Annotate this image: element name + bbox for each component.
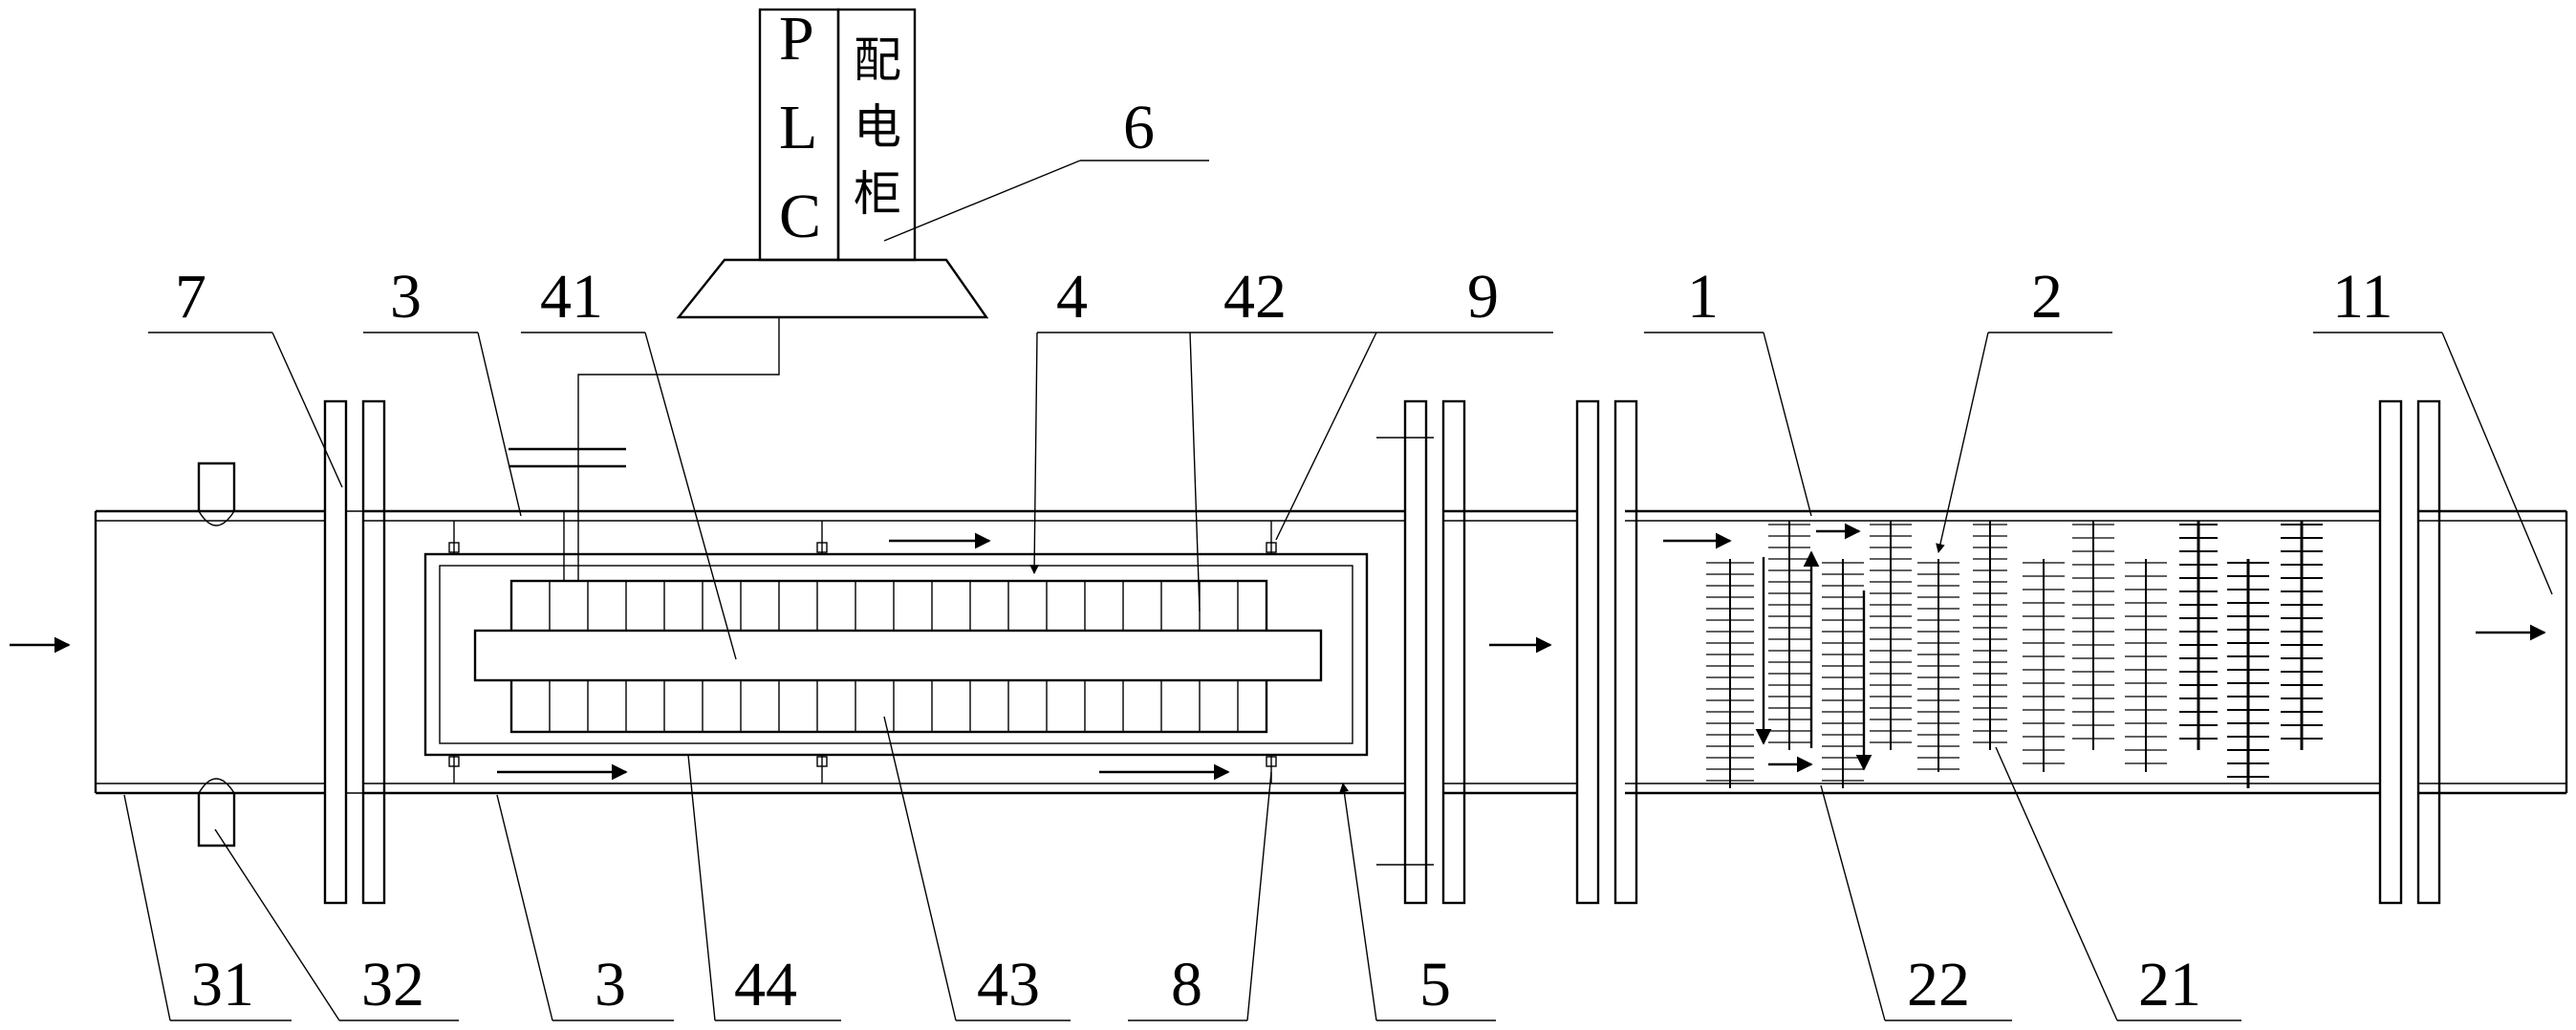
label-21: 21 bbox=[2138, 950, 2201, 1019]
baffle-combs bbox=[1706, 521, 2323, 788]
central-electrode-rod bbox=[473, 629, 1323, 682]
label-32: 32 bbox=[361, 950, 424, 1019]
label-3-top: 3 bbox=[390, 262, 422, 332]
baffle-comb bbox=[1973, 521, 2007, 750]
power-cable bbox=[577, 317, 780, 516]
flange-1a bbox=[323, 399, 348, 905]
baffle-comb bbox=[1706, 559, 1754, 788]
label-9: 9 bbox=[1467, 262, 1499, 332]
baffle-comb bbox=[2072, 521, 2114, 750]
flanges bbox=[323, 399, 2441, 905]
label-7: 7 bbox=[175, 262, 206, 332]
flange-3a bbox=[1575, 399, 1600, 905]
label-41: 41 bbox=[540, 262, 603, 332]
cabinet-base bbox=[676, 258, 989, 319]
flange-2b bbox=[1441, 399, 1466, 905]
label-44: 44 bbox=[734, 950, 797, 1019]
inlet-nozzle-top bbox=[197, 461, 236, 511]
label-3-bottom: 3 bbox=[595, 950, 626, 1019]
main-pipe bbox=[94, 461, 2568, 848]
flange-1b bbox=[361, 399, 386, 905]
label-11: 11 bbox=[2332, 262, 2393, 332]
flange-4a bbox=[2378, 399, 2403, 905]
label-6: 6 bbox=[1123, 93, 1155, 162]
inner-housing bbox=[423, 511, 1369, 783]
baffle-comb bbox=[2023, 559, 2065, 772]
plc-letter-l: L bbox=[779, 93, 817, 162]
baffle-comb bbox=[1768, 521, 1810, 750]
baffle-comb bbox=[1917, 559, 1959, 772]
leader-lines bbox=[123, 160, 2553, 1021]
label-22: 22 bbox=[1907, 950, 1970, 1019]
label-2: 2 bbox=[2031, 262, 2063, 332]
baffle-comb bbox=[2227, 559, 2269, 788]
plc-letter-p: P bbox=[779, 4, 814, 74]
baffle-comb bbox=[1822, 559, 1864, 788]
cabinet-char-1: 配 bbox=[854, 32, 901, 88]
baffle-comb bbox=[2179, 521, 2218, 750]
part-labels: 6 7 3 41 4 42 9 1 2 11 31 32 3 44 43 8 5… bbox=[175, 93, 2393, 1019]
label-43: 43 bbox=[977, 950, 1040, 1019]
inlet-nozzle-bottom bbox=[197, 793, 236, 848]
flange-3b bbox=[1613, 399, 1638, 905]
label-31: 31 bbox=[191, 950, 254, 1019]
plc-cabinet: P L C 配 电 柜 bbox=[509, 4, 989, 516]
label-5: 5 bbox=[1419, 950, 1451, 1019]
baffle-comb bbox=[1870, 521, 1912, 750]
flow-arrows bbox=[10, 523, 2546, 781]
label-4: 4 bbox=[1056, 262, 1088, 332]
label-1: 1 bbox=[1687, 262, 1719, 332]
support-pins bbox=[448, 521, 1277, 783]
plc-letter-c: C bbox=[779, 182, 821, 251]
baffle-comb bbox=[2125, 559, 2167, 772]
cabinet-char-2: 电 bbox=[854, 99, 901, 155]
cabinet-char-3: 柜 bbox=[854, 166, 901, 222]
flange-2a bbox=[1403, 399, 1428, 905]
baffle-comb bbox=[2281, 521, 2323, 750]
flange-4b bbox=[2416, 399, 2441, 905]
label-42: 42 bbox=[1223, 262, 1287, 332]
label-8: 8 bbox=[1171, 950, 1202, 1019]
